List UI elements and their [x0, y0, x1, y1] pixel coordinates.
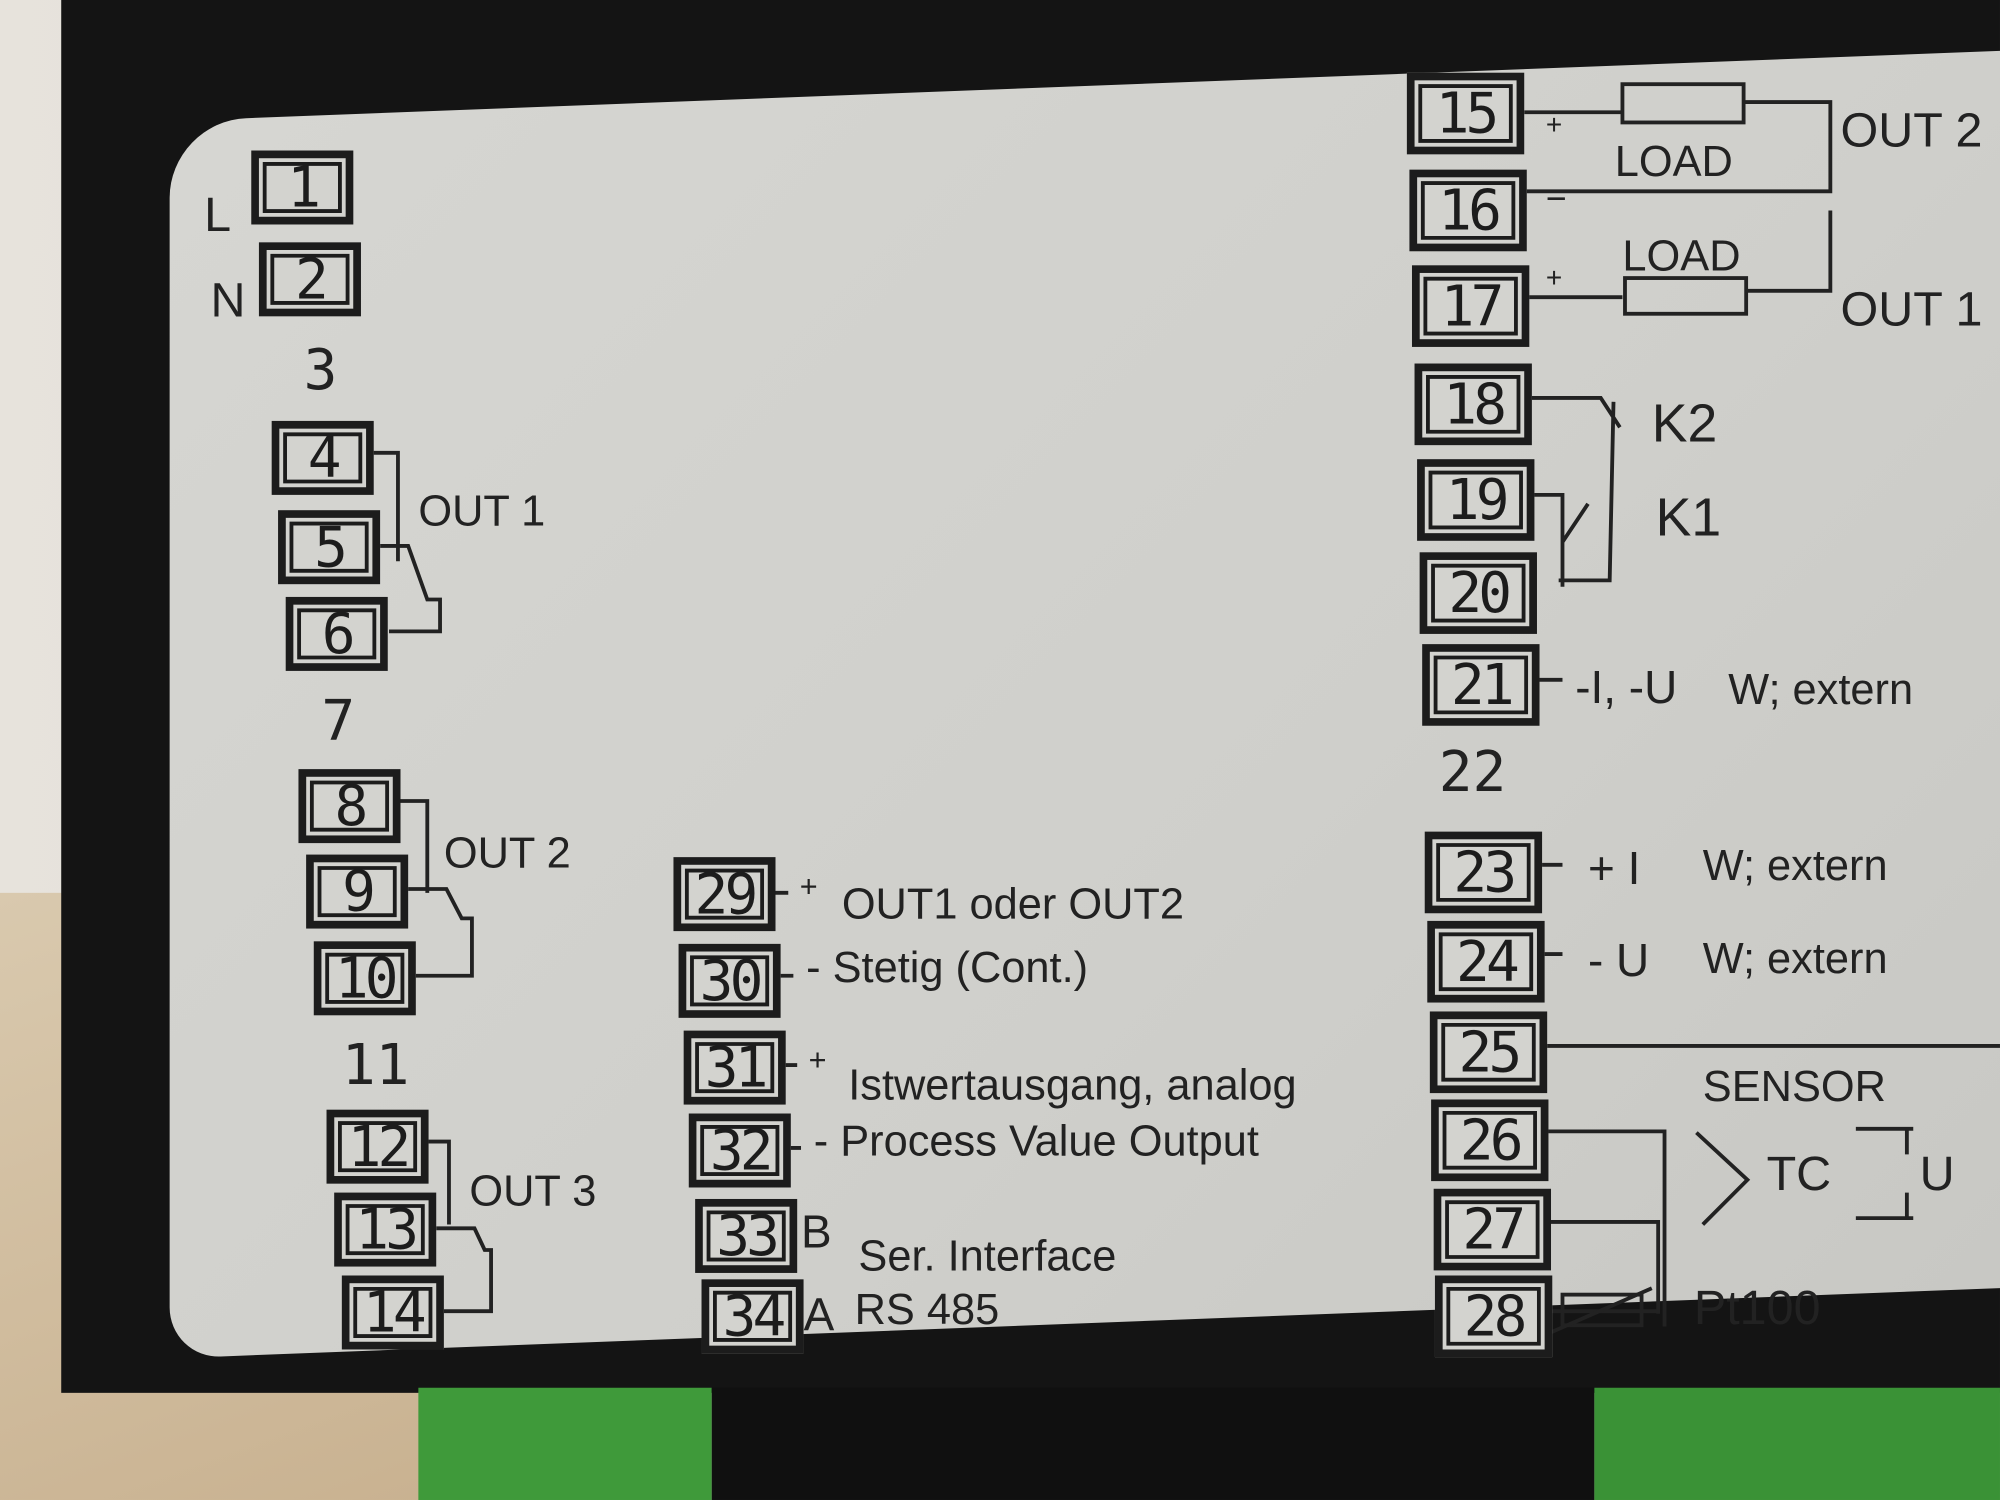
terminal-11-label: 11 — [341, 1033, 410, 1099]
signal-wires — [1528, 677, 2000, 1327]
terminal-8: 8 — [298, 769, 401, 844]
minus-16: − — [1545, 178, 1567, 219]
terminal-31: 31 — [683, 1030, 786, 1105]
label-B: B — [801, 1205, 832, 1258]
terminal-18: 18 — [1414, 363, 1532, 446]
load-label-1: LOAD — [1614, 137, 1733, 187]
voltage-symbol — [1855, 1126, 1914, 1221]
terminal-14: 14 — [341, 1275, 444, 1350]
label-N: N — [210, 274, 246, 328]
terminal-25: 25 — [1429, 1011, 1548, 1094]
label-out1-right: OUT 1 — [1840, 283, 1983, 337]
label-L: L — [204, 188, 232, 243]
terminal-26: 26 — [1431, 1099, 1549, 1182]
terminal-20: 20 — [1419, 552, 1537, 634]
terminal-19: 19 — [1417, 459, 1535, 541]
label-24: - U — [1587, 933, 1650, 986]
label-out2: OUT 2 — [443, 829, 571, 878]
terminal-24: 24 — [1427, 920, 1545, 1003]
terminal-13: 13 — [334, 1192, 437, 1267]
plus-31: + — [808, 1043, 827, 1078]
terminal-2: 2 — [258, 242, 361, 317]
load-resistor-2 — [1623, 276, 1749, 316]
terminal-23: 23 — [1424, 831, 1543, 914]
plus-29: + — [799, 869, 818, 905]
plus-15: + — [1545, 108, 1563, 141]
terminal-12: 12 — [326, 1109, 429, 1184]
plus-17: + — [1545, 261, 1563, 294]
label-34: RS 485 — [854, 1285, 1000, 1335]
device-base — [711, 1387, 1595, 1500]
label-21: -I, -U — [1575, 660, 1678, 714]
relay-out2-wire — [397, 799, 474, 978]
label-K1: K1 — [1655, 487, 1722, 548]
pt100-arrow — [1548, 1286, 1653, 1335]
terminal-15: 15 — [1406, 72, 1525, 155]
label-29: OUT1 oder OUT2 — [841, 880, 1185, 929]
label-A: A — [803, 1288, 835, 1341]
label-out3: OUT 3 — [469, 1167, 597, 1216]
label-21-extern: W; extern — [1728, 665, 1914, 715]
load-label-2: LOAD — [1622, 232, 1741, 281]
terminal-10: 10 — [313, 941, 416, 1016]
load-resistor-1 — [1620, 82, 1746, 125]
label-sensor: SENSOR — [1702, 1062, 1886, 1111]
terminal-6: 6 — [285, 596, 388, 671]
load-wires — [1524, 100, 1833, 300]
label-23: + I — [1587, 841, 1641, 895]
label-TC: TC — [1766, 1147, 1832, 1202]
label-pt100: Pt100 — [1693, 1281, 1821, 1336]
terminal-22-label: 22 — [1438, 739, 1507, 805]
terminal-3-label: 3 — [303, 338, 338, 404]
terminal-16: 16 — [1409, 169, 1527, 252]
label-K2: K2 — [1651, 392, 1718, 453]
terminal-29: 29 — [673, 857, 776, 932]
label-23-extern: W; extern — [1702, 841, 1888, 891]
green-terminal-block-left — [418, 1387, 712, 1500]
label-out1: OUT 1 — [418, 487, 546, 536]
relay-out1-wire — [369, 450, 442, 634]
terminal-5: 5 — [278, 510, 381, 585]
label-30: - Stetig (Cont.) — [806, 943, 1089, 993]
terminal-1: 1 — [251, 150, 354, 225]
terminal-28: 28 — [1434, 1275, 1553, 1358]
pt100-resistor — [1560, 1292, 1644, 1328]
label-24-extern: W; extern — [1702, 934, 1888, 984]
terminal-33: 33 — [695, 1198, 798, 1273]
terminal-9: 9 — [306, 854, 409, 929]
terminal-21: 21 — [1422, 644, 1540, 726]
relay-k-wires — [1528, 396, 1622, 587]
analog-out-wires — [775, 890, 802, 1150]
terminal-34: 34 — [701, 1279, 804, 1354]
terminal-4: 4 — [271, 420, 374, 495]
label-32: - Process Value Output — [813, 1117, 1259, 1166]
green-terminal-block-right — [1594, 1387, 2000, 1500]
label-U: U — [1919, 1147, 1955, 1202]
label-31: Istwertausgang, analog — [848, 1061, 1297, 1110]
label-out2-right: OUT 2 — [1840, 104, 1983, 159]
relay-out3-wire — [427, 1139, 493, 1314]
terminal-30: 30 — [678, 943, 781, 1018]
terminal-27: 27 — [1433, 1188, 1552, 1271]
thermocouple-symbol — [1695, 1131, 1751, 1226]
label-33: Ser. Interface — [858, 1232, 1117, 1281]
terminal-17: 17 — [1411, 265, 1530, 347]
terminal-7-label: 7 — [321, 688, 356, 754]
terminal-32: 32 — [688, 1113, 791, 1188]
